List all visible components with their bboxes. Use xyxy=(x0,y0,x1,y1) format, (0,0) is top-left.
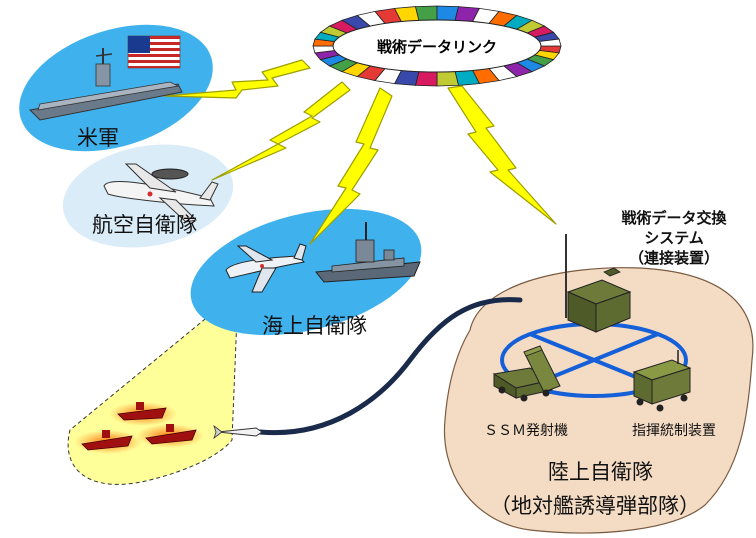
missile-icon xyxy=(213,424,263,440)
ring-center xyxy=(332,19,542,73)
ssm-launcher-label: ＳＳＭ発射機 xyxy=(484,423,568,439)
target-ship-icon xyxy=(117,407,167,421)
command-unit-label: 指揮統制装置 xyxy=(632,423,716,439)
link-bolts xyxy=(163,59,557,245)
data-link-ring xyxy=(312,5,562,87)
missile-trajectory xyxy=(257,297,523,436)
exchange-system-line1: 戦術データ交換 xyxy=(621,209,727,227)
ssm-launcher-icon xyxy=(492,345,561,402)
bolt-us xyxy=(163,59,311,99)
aircraft-carrier-icon xyxy=(28,48,183,121)
ground-sdf-unit-label: （地対艦誘導弾部隊） xyxy=(490,494,700,518)
command-control-icon xyxy=(632,350,692,412)
target-ships xyxy=(74,402,204,454)
data-link-title: 戦術データリンク xyxy=(376,38,497,56)
exchange-system-label: 戦術データ交換 システム （連接装置） xyxy=(598,208,750,268)
us-flag-icon xyxy=(127,35,181,69)
air-sdf-label: 航空自衛隊 xyxy=(92,213,197,237)
bolt-ground xyxy=(447,85,557,225)
ring-segment xyxy=(436,71,460,87)
awacs-aircraft-icon xyxy=(103,163,219,223)
communications-shelter-icon xyxy=(565,234,632,333)
patrol-aircraft-icon xyxy=(225,243,307,293)
target-ship-icon xyxy=(81,435,133,451)
bolt-asdf xyxy=(211,81,351,181)
maritime-sdf-label: 海上自衛隊 xyxy=(262,314,367,338)
ground-sdf-area xyxy=(443,267,754,534)
exchange-system-line2: システム xyxy=(644,229,704,247)
bolt-msdf xyxy=(309,87,393,245)
destroyer-icon xyxy=(315,222,421,283)
target-ship-icon xyxy=(145,429,197,445)
ground-sdf-label: 陸上自衛隊 xyxy=(548,460,653,484)
exchange-system-line3: （連接装置） xyxy=(628,249,719,267)
ring-segment xyxy=(414,5,438,21)
us-forces-label: 米軍 xyxy=(77,126,119,150)
